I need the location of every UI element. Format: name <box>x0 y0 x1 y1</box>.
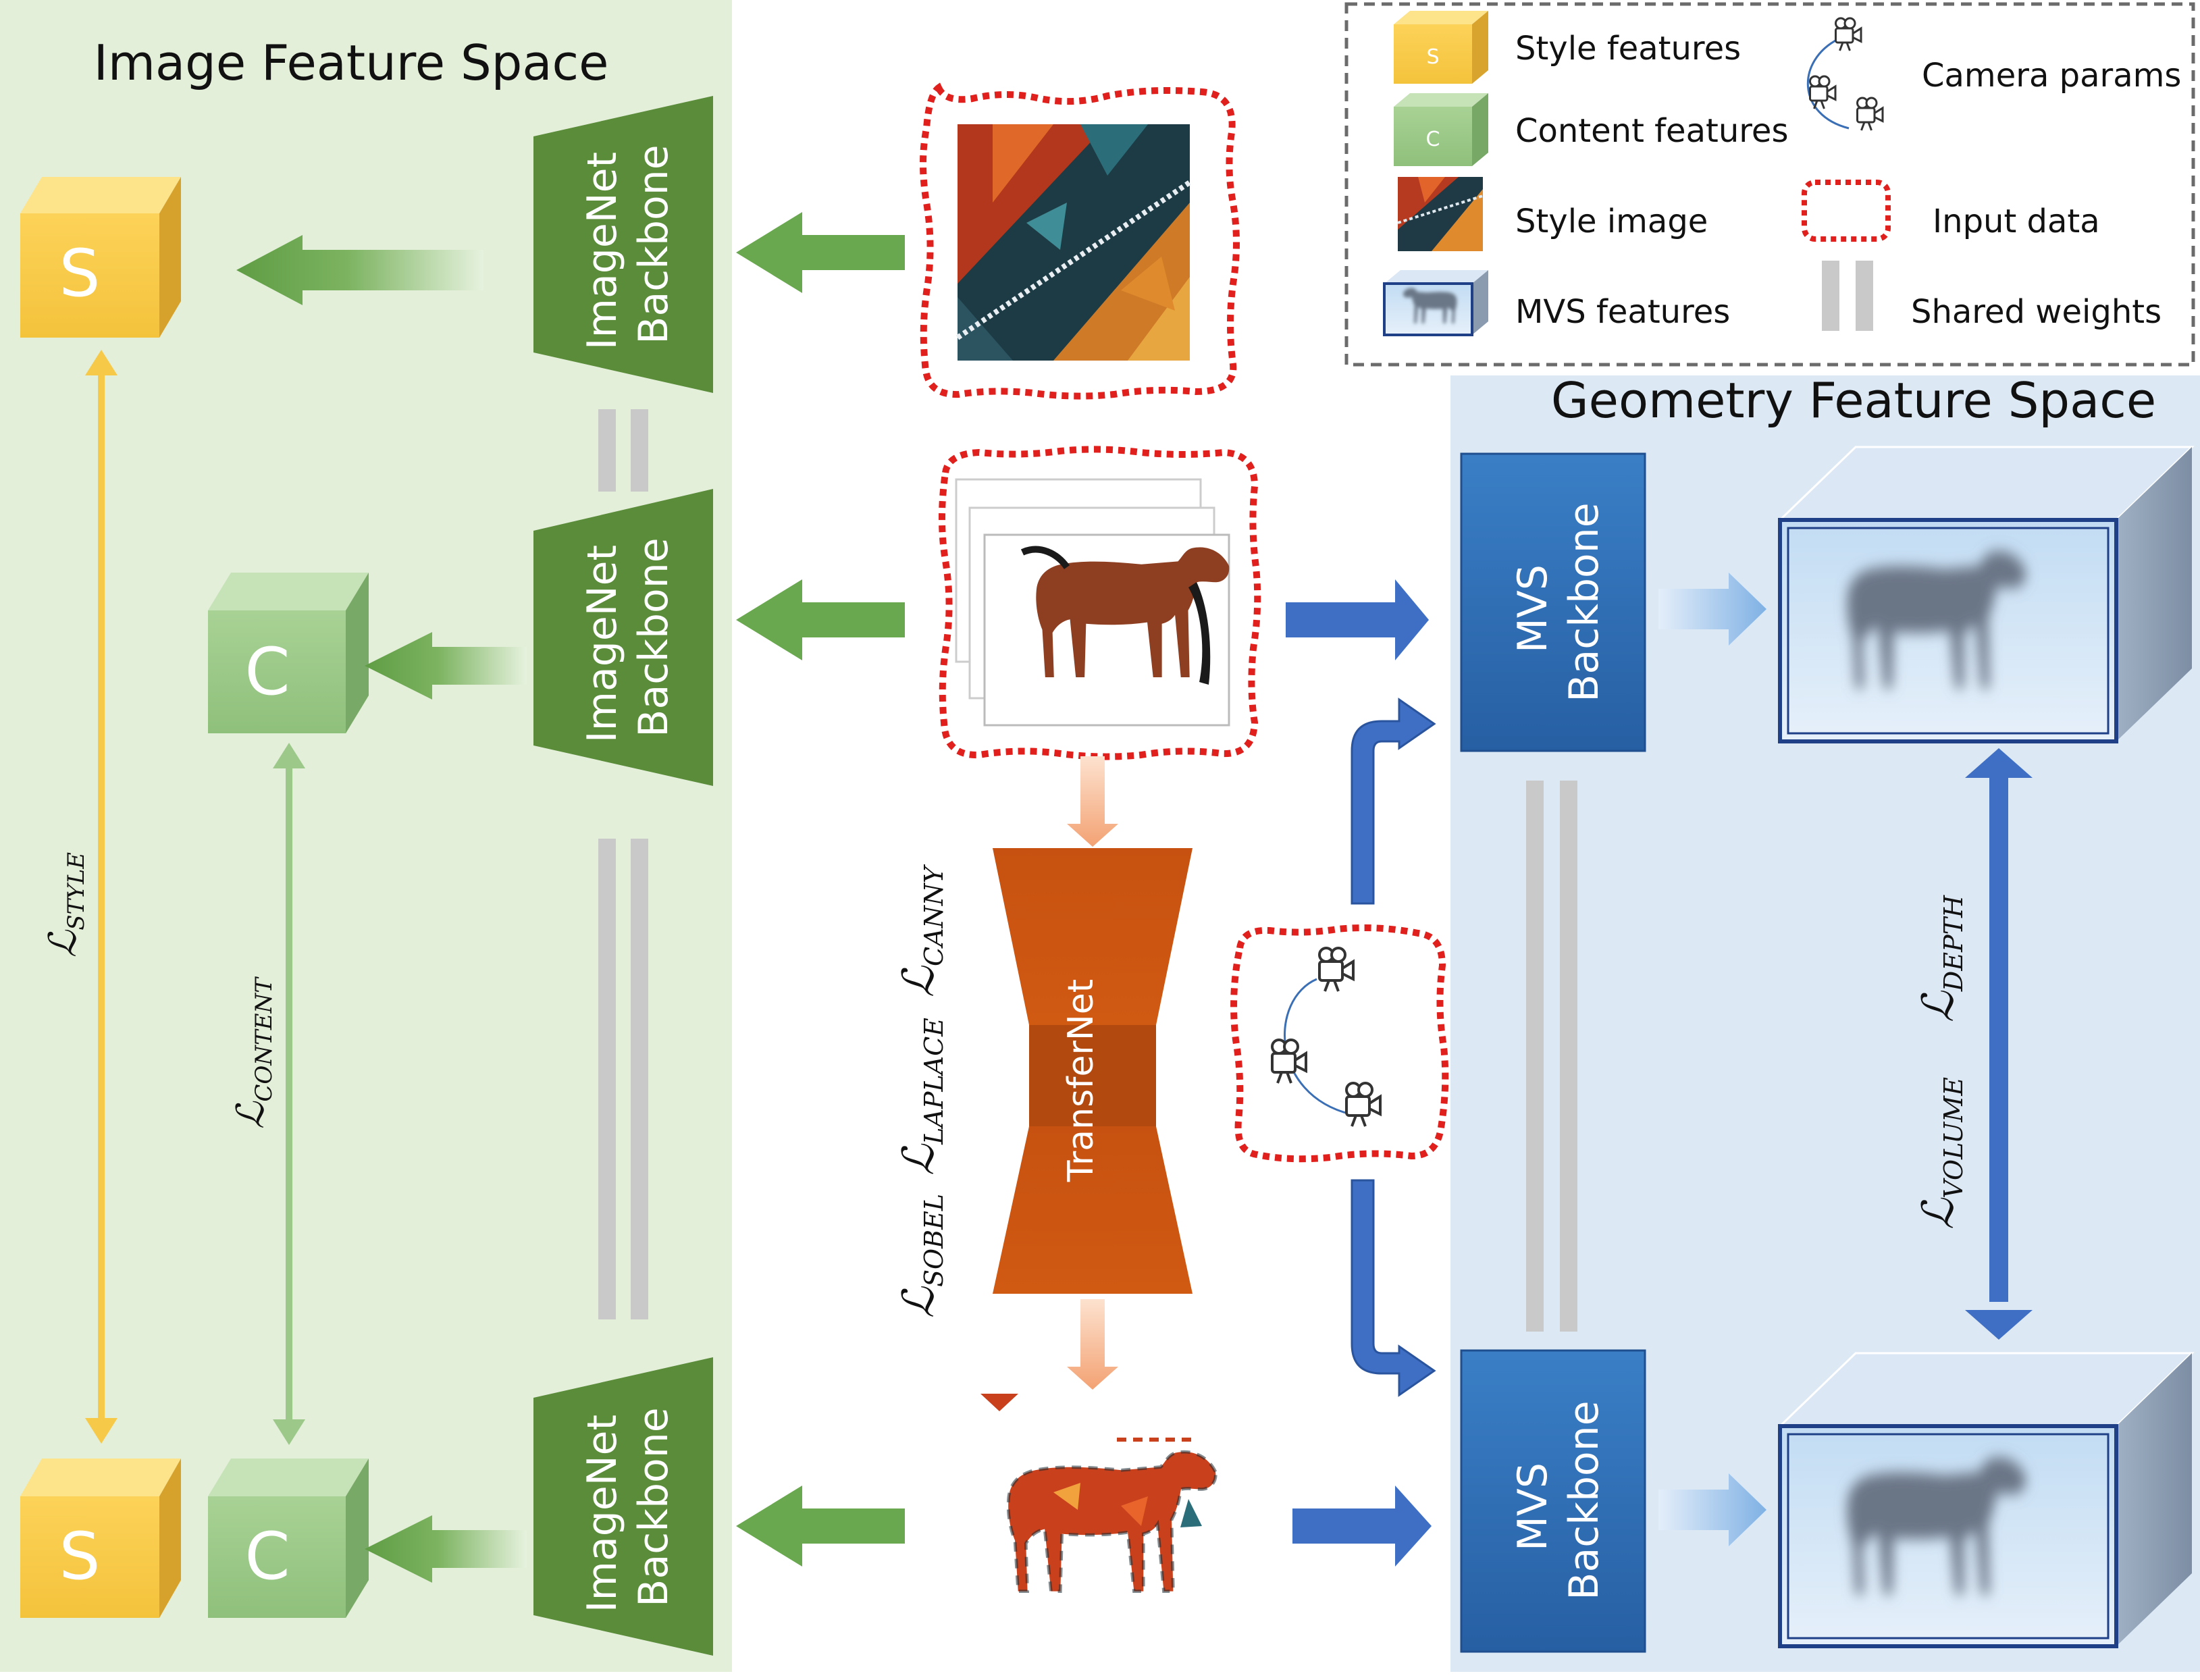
legend-camera-params-icon <box>1807 17 1884 132</box>
imagenet-backbone-style: ImageNet Backbone <box>533 96 713 393</box>
imagenet-backbone-content-line2: Backbone <box>630 537 677 737</box>
arrow-views-to-backbone <box>736 579 905 660</box>
arrow-backbone-to-content-cube-bottom <box>365 1515 527 1583</box>
imagenet-backbone-style-line2: Backbone <box>630 145 677 344</box>
imagenet-backbone-output-line1: ImageNet <box>579 1415 626 1612</box>
mvs-volume-top <box>1777 446 2195 743</box>
svg-text:MVS Backbone: MVS Backbone <box>1509 1400 1608 1600</box>
legend-mvs-features-label: MVS features <box>1515 293 1730 331</box>
arrow-mvs-to-volume-top <box>1658 573 1766 646</box>
legend-content-features-icon: C <box>1394 93 1488 166</box>
content-loss-arrow <box>273 743 305 1445</box>
mvs-backbone-bottom-line1: MVS <box>1509 1463 1556 1551</box>
camera-params-icon <box>1271 947 1382 1128</box>
content-features-cube-bottom: C <box>208 1459 369 1618</box>
content-cube-top-letter: C <box>244 634 290 710</box>
arrow-backbone-to-content-cube <box>365 632 527 700</box>
depth-volume-loss-arrow <box>1965 748 2033 1340</box>
stylized-output <box>980 1394 1215 1592</box>
canny-loss-label: ℒCANNY <box>894 864 949 997</box>
style-features-cube-top: S <box>20 177 181 338</box>
content-features-cube-top: C <box>208 573 369 733</box>
legend-style-icon-letter: S <box>1426 45 1439 69</box>
svg-text:ImageNet Backbone: ImageNet Backbone <box>579 532 677 743</box>
style-cube-bottom-letter: S <box>59 1519 101 1594</box>
arrow-views-to-transfernet <box>1067 756 1118 847</box>
style-loss-arrow <box>85 350 117 1444</box>
multi-view-images <box>955 478 1230 727</box>
transfernet: TransferNet <box>993 848 1193 1294</box>
camera-params-input-outline <box>1230 924 1449 1163</box>
legend-input-data-icon <box>1802 180 1891 242</box>
content-cube-bottom-letter: C <box>244 1519 290 1594</box>
imagenet-backbone-style-line1: ImageNet <box>579 152 626 350</box>
sobel-loss-label: ℒSOBEL <box>894 1194 949 1318</box>
style-image <box>955 124 1192 361</box>
mvs-backbone-top: MVS Backbone <box>1460 452 1646 752</box>
laplace-loss-label: ℒLAPLACE <box>894 1018 949 1176</box>
arrow-views-to-mvs-top <box>1286 579 1429 660</box>
arrow-camera-to-mvs-top <box>1351 698 1436 905</box>
arrow-camera-to-mvs-bottom <box>1351 1179 1436 1397</box>
style-features-cube-bottom: S <box>20 1459 181 1618</box>
imagenet-backbone-content: ImageNet Backbone <box>533 489 713 786</box>
shared-weights-imagenet-top <box>598 409 648 492</box>
arrow-transfernet-to-output <box>1067 1299 1118 1390</box>
legend-style-features-label: Style features <box>1515 30 1741 68</box>
legend-shared-weights-label: Shared weights <box>1911 293 2162 331</box>
legend-camera-params-label: Camera params <box>1922 57 2181 95</box>
arrow-mvs-to-volume-bottom <box>1658 1473 1766 1546</box>
arrow-style-image-to-backbone <box>736 212 905 293</box>
image-feature-space-title: Image Feature Space <box>94 34 609 91</box>
imagenet-backbone-output-line2: Backbone <box>630 1407 677 1606</box>
legend-style-features-icon: S <box>1394 11 1488 84</box>
arrow-backbone-to-style-cube <box>236 235 483 305</box>
legend-mvs-features-icon <box>1383 270 1488 336</box>
mvs-volume-bottom <box>1777 1352 2195 1648</box>
transfernet-label: TransferNet <box>1061 979 1101 1182</box>
arrow-stylized-to-backbone <box>736 1486 905 1567</box>
depth-loss-label: ℒDEPTH <box>1914 895 1968 1022</box>
legend-content-features-label: Content features <box>1515 112 1788 150</box>
legend-input-data-label: Input data <box>1933 203 2100 240</box>
mvs-backbone-top-line2: Backbone <box>1561 502 1608 702</box>
arrow-stylized-to-mvs-bottom <box>1292 1486 1432 1567</box>
svg-text:MVS Backbone: MVS Backbone <box>1509 502 1608 702</box>
shared-weights-imagenet-bottom <box>598 839 648 1319</box>
shared-weights-mvs <box>1526 781 1577 1332</box>
legend-shared-weights-icon <box>1822 261 1873 331</box>
mvs-backbone-bottom: MVS Backbone <box>1460 1349 1646 1653</box>
style-cube-top-letter: S <box>59 236 101 311</box>
svg-text:ImageNet Backbone: ImageNet Backbone <box>579 1402 677 1612</box>
legend-content-icon-letter: C <box>1426 128 1440 151</box>
mvs-backbone-top-line1: MVS <box>1509 565 1556 653</box>
legend: S Style features C Content features Styl… <box>1344 2 2195 367</box>
imagenet-backbone-output: ImageNet Backbone <box>533 1357 713 1656</box>
content-loss-label: ℒCONTENT <box>229 976 278 1129</box>
geometry-feature-space-title: Geometry Feature Space <box>1551 372 2156 429</box>
svg-text:ImageNet Backbone: ImageNet Backbone <box>579 139 677 350</box>
legend-style-image-label: Style image <box>1515 203 1708 240</box>
volume-loss-label: ℒVOLUME <box>1914 1077 1968 1230</box>
imagenet-backbone-content-line1: ImageNet <box>579 545 626 743</box>
mvs-backbone-bottom-line2: Backbone <box>1561 1400 1608 1600</box>
legend-style-image-thumbnail <box>1397 177 1484 251</box>
style-loss-label: ℒSTYLE <box>41 852 90 957</box>
